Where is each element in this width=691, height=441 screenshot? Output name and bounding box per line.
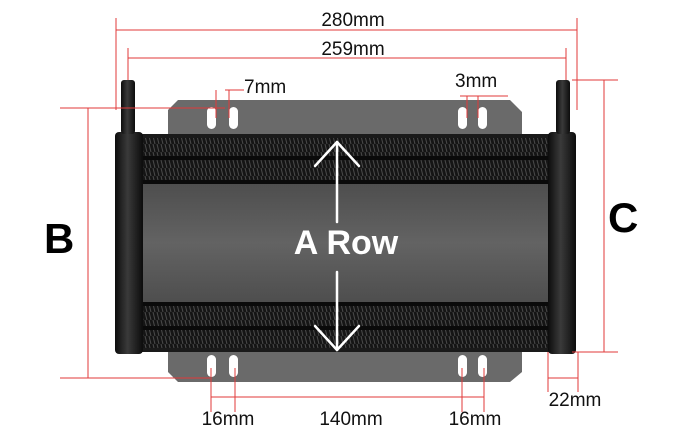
dimension-lines bbox=[60, 18, 618, 412]
overall-width-label: 280mm bbox=[321, 10, 384, 31]
center-panel bbox=[142, 184, 548, 302]
height-c-label: C bbox=[608, 194, 638, 241]
mounting-slot bbox=[229, 107, 238, 129]
height-b-label: B bbox=[44, 215, 74, 262]
mounting-slot bbox=[458, 355, 467, 377]
slot-width-label: 7mm bbox=[244, 77, 286, 98]
bottom-mounting-bracket bbox=[168, 352, 522, 382]
right-mount-offset-label: 16mm bbox=[449, 409, 502, 430]
fin-row bbox=[142, 330, 548, 348]
dimension-labels: 280mm 259mm 7mm 3mm 16mm 140mm 16mm 22mm bbox=[202, 10, 602, 430]
top-mounting-bracket bbox=[168, 100, 522, 134]
top-mounting-slots bbox=[207, 107, 487, 129]
mounting-slot bbox=[207, 355, 216, 377]
up-arrow-icon bbox=[313, 140, 361, 224]
mounting-slot bbox=[458, 107, 467, 129]
mounting-slot bbox=[207, 107, 216, 129]
tank-width-label: 22mm bbox=[549, 390, 602, 411]
left-inlet-fitting bbox=[121, 80, 135, 134]
fin-row bbox=[142, 138, 548, 156]
bottom-mounting-slots bbox=[207, 355, 487, 377]
fin-row bbox=[142, 160, 548, 180]
slot-gap-label: 3mm bbox=[455, 71, 497, 92]
left-tank bbox=[115, 132, 143, 354]
down-arrow-icon bbox=[313, 270, 361, 352]
core-width-label: 259mm bbox=[321, 39, 384, 60]
right-tank bbox=[548, 132, 576, 354]
mounting-slot bbox=[229, 355, 238, 377]
separator-tubes bbox=[130, 156, 560, 330]
oil-cooler-illustration: A Row bbox=[115, 80, 576, 382]
mount-spacing-label: 140mm bbox=[319, 409, 382, 430]
mounting-slot bbox=[478, 107, 487, 129]
center-row-label: A Row bbox=[294, 224, 399, 262]
mounting-slot bbox=[478, 355, 487, 377]
right-inlet-fitting bbox=[556, 80, 570, 134]
left-mount-offset-label: 16mm bbox=[202, 409, 255, 430]
fin-row bbox=[142, 306, 548, 326]
expand-arrows bbox=[313, 140, 361, 352]
